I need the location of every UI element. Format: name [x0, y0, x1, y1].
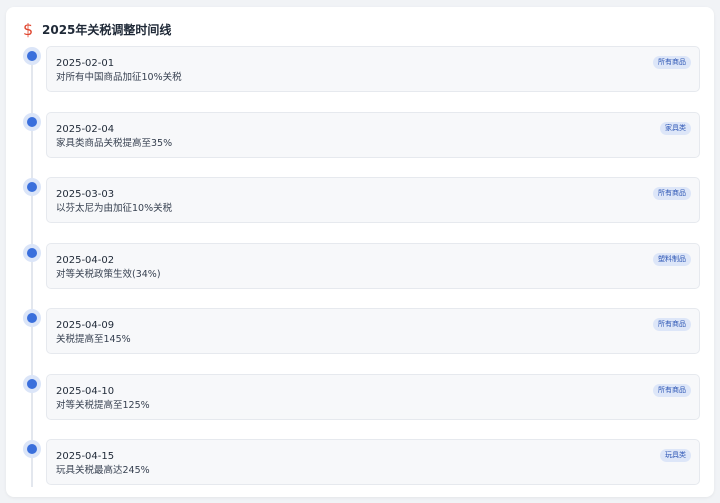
event-description: 对等关税政策生效(34%) [56, 269, 161, 280]
timeline-dot [23, 244, 41, 262]
category-badge: 家具类 [660, 122, 691, 135]
timeline-dot [23, 47, 41, 65]
category-badge: 玩具类 [660, 449, 691, 462]
timeline-dot [23, 440, 41, 458]
timeline-event: 2025-02-04 家具类商品关税提高至35% 家具类 [6, 112, 714, 160]
event-description: 对所有中国商品加征10%关税 [56, 72, 182, 83]
event-date: 2025-02-04 [56, 124, 115, 135]
timeline-event: 2025-03-03 以芬太尼为由加征10%关税 所有商品 [6, 177, 714, 225]
event-card[interactable]: 2025-04-15 玩具关税最高达245% 玩具类 [46, 439, 700, 485]
category-badge: 所有商品 [653, 318, 691, 331]
timeline-event: 2025-04-09 关税提高至145% 所有商品 [6, 308, 714, 356]
timeline-dot [23, 309, 41, 327]
timeline-line [31, 55, 33, 487]
category-badge: 塑料制品 [653, 253, 691, 266]
page-title: 2025年关税调整时间线 [42, 23, 172, 37]
timeline-dot [23, 178, 41, 196]
category-badge: 所有商品 [653, 187, 691, 200]
event-card[interactable]: 2025-04-09 关税提高至145% 所有商品 [46, 308, 700, 354]
category-badge: 所有商品 [653, 56, 691, 69]
event-date: 2025-04-02 [56, 255, 115, 266]
event-description: 玩具关税最高达245% [56, 465, 150, 476]
timeline-event: 2025-04-15 玩具关税最高达245% 玩具类 [6, 439, 714, 487]
event-description: 关税提高至145% [56, 334, 131, 345]
event-card[interactable]: 2025-04-02 对等关税政策生效(34%) 塑料制品 [46, 243, 700, 289]
timeline-dot [23, 113, 41, 131]
event-card[interactable]: 2025-04-10 对等关税提高至125% 所有商品 [46, 374, 700, 420]
event-description: 以芬太尼为由加征10%关税 [56, 203, 173, 214]
event-description: 对等关税提高至125% [56, 400, 150, 411]
dollar-icon: $ [23, 20, 34, 39]
event-card[interactable]: 2025-03-03 以芬太尼为由加征10%关税 所有商品 [46, 177, 700, 223]
event-date: 2025-03-03 [56, 189, 115, 200]
event-date: 2025-04-09 [56, 320, 115, 331]
event-date: 2025-04-10 [56, 386, 115, 397]
timeline-event: 2025-04-10 对等关税提高至125% 所有商品 [6, 374, 714, 422]
timeline-card: $ 2025年关税调整时间线 2025-02-01 对所有中国商品加征10%关税… [6, 7, 714, 497]
timeline-dot [23, 375, 41, 393]
event-card[interactable]: 2025-02-04 家具类商品关税提高至35% 家具类 [46, 112, 700, 158]
timeline-event: 2025-02-01 对所有中国商品加征10%关税 所有商品 [6, 46, 714, 94]
event-date: 2025-04-15 [56, 451, 115, 462]
event-description: 家具类商品关税提高至35% [56, 138, 173, 149]
card-header: $ 2025年关税调整时间线 [23, 21, 171, 39]
timeline-event: 2025-04-02 对等关税政策生效(34%) 塑料制品 [6, 243, 714, 291]
event-date: 2025-02-01 [56, 58, 115, 69]
category-badge: 所有商品 [653, 384, 691, 397]
event-card[interactable]: 2025-02-01 对所有中国商品加征10%关税 所有商品 [46, 46, 700, 92]
